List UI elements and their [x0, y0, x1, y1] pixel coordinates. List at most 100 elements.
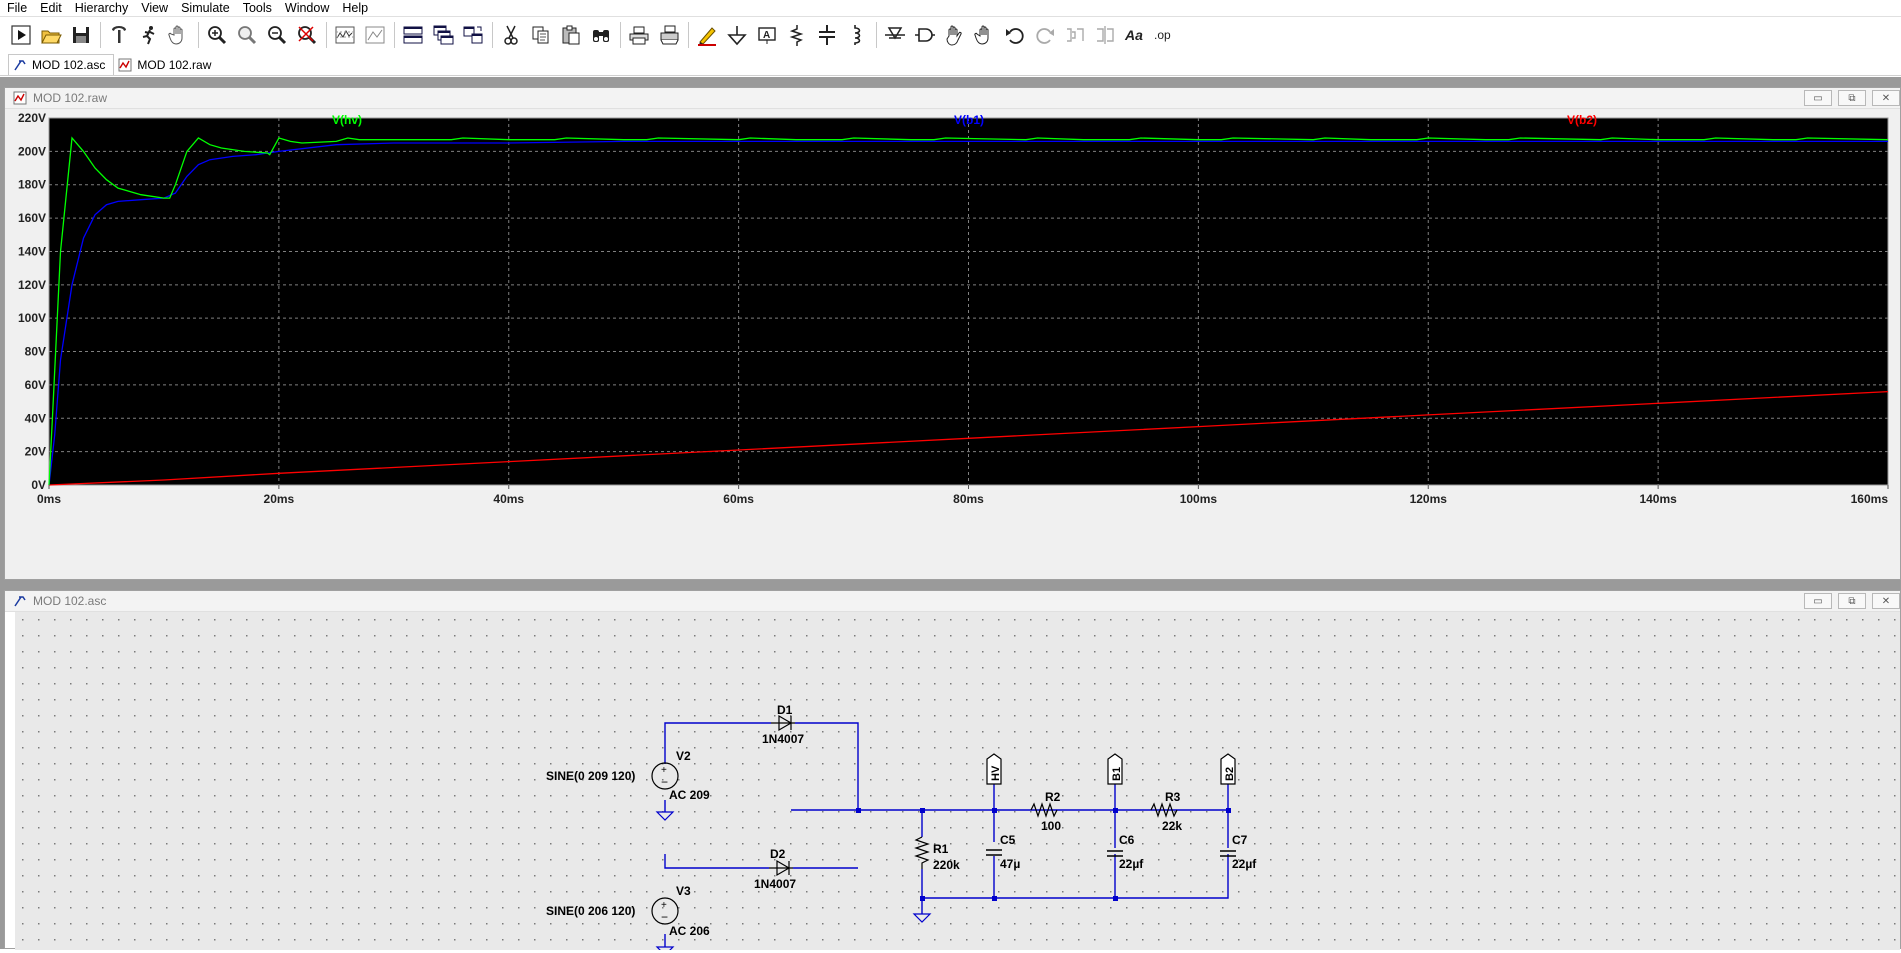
close-button[interactable]: ✕ [1872, 593, 1900, 609]
autorange-icon[interactable] [332, 22, 358, 48]
r3-value: 22k [1162, 819, 1182, 833]
y-tick-label: 140V [18, 244, 46, 258]
menu-simulate[interactable]: Simulate [181, 0, 230, 15]
tile-horizontal-icon[interactable] [400, 22, 426, 48]
source-v2[interactable]: + − V2 SINE(0 209 120) AC 209 [546, 749, 710, 821]
tab-schematic[interactable]: MOD 102.asc [8, 54, 115, 75]
c7-value: 22µf [1232, 857, 1257, 871]
y-tick-label: 220V [18, 111, 46, 125]
label-net-icon[interactable]: A [754, 22, 780, 48]
spice-directive-icon[interactable]: .op [1152, 22, 1178, 48]
inductor-icon[interactable] [844, 22, 870, 48]
tile-vertical-icon[interactable] [460, 22, 486, 48]
capacitor-icon[interactable] [814, 22, 840, 48]
source-v3[interactable]: + − V3 SINE(0 206 120) AC 206 [546, 884, 710, 953]
grid-icon[interactable] [362, 22, 388, 48]
control-panel-icon[interactable] [106, 22, 132, 48]
capacitor-c5[interactable]: C5 47µ [986, 833, 1020, 871]
ground-icon [655, 811, 675, 821]
resistor-r1[interactable]: R1 220k [912, 836, 960, 923]
find-icon[interactable] [588, 22, 614, 48]
save-icon[interactable] [68, 22, 94, 48]
r2-value: 100 [1041, 819, 1061, 833]
component-icon[interactable] [912, 22, 938, 48]
toolbar: A Aa .op [0, 16, 1901, 52]
minimize-button[interactable]: ▭ [1804, 90, 1832, 106]
b2-label: B2 [1224, 767, 1236, 781]
zoom-area-icon[interactable] [234, 22, 260, 48]
pan-hand-icon[interactable] [166, 22, 192, 48]
cut-icon[interactable] [498, 22, 524, 48]
y-tick-label: 80V [25, 345, 46, 359]
open-icon[interactable] [38, 22, 64, 48]
menu-hierarchy[interactable]: Hierarchy [74, 0, 129, 15]
zoom-out-icon[interactable] [264, 22, 290, 48]
diode-d1[interactable]: D1 1N4007 [762, 703, 804, 746]
ground-icon[interactable] [724, 22, 750, 48]
schematic-icon [14, 596, 26, 607]
move-icon[interactable] [942, 22, 968, 48]
run-icon[interactable] [8, 22, 34, 48]
document-tabs: MOD 102.asc MOD 102.raw [0, 54, 1901, 76]
menu-window[interactable]: Window [284, 0, 330, 15]
r3-name: R3 [1165, 790, 1181, 804]
redo-icon[interactable] [1032, 22, 1058, 48]
zoom-in-icon[interactable] [204, 22, 230, 48]
restore-button[interactable]: ⧉ [1838, 90, 1866, 106]
r1-value: 220k [933, 858, 960, 872]
legend-vb1[interactable]: V(b1) [954, 113, 984, 127]
schematic-window-titlebar[interactable]: MOD 102.asc ▭ ⧉ ✕ [5, 591, 1900, 612]
draw-wire-icon[interactable] [694, 22, 720, 48]
capacitor-c6[interactable]: C6 22µf [1107, 833, 1144, 871]
print-icon[interactable] [626, 22, 652, 48]
menu-edit[interactable]: Edit [40, 0, 62, 15]
restore-button[interactable]: ⧉ [1838, 593, 1866, 609]
undo-icon[interactable] [1002, 22, 1028, 48]
x-tick-label: 160ms [1851, 492, 1889, 506]
rotate-icon[interactable] [1062, 22, 1088, 48]
paste-icon[interactable] [558, 22, 584, 48]
capacitor-c7[interactable]: C7 22µf [1220, 833, 1257, 871]
diode-icon[interactable] [882, 22, 908, 48]
zoom-fit-icon[interactable] [294, 22, 320, 48]
svg-text:+: + [661, 900, 667, 911]
series-line-vhv [48, 136, 1889, 486]
close-button[interactable]: ✕ [1872, 90, 1900, 106]
resistor-r3[interactable]: R3 22k [1150, 790, 1182, 833]
svg-text:Aa: Aa [1124, 27, 1143, 43]
wires [664, 722, 1229, 947]
tab-label: MOD 102.raw [137, 57, 212, 72]
legend-vb2[interactable]: V(b2) [1567, 113, 1597, 127]
schematic-window: MOD 102.asc ▭ ⧉ ✕ [4, 590, 1901, 953]
diode-d2[interactable]: D2 1N4007 [754, 847, 796, 891]
schematic-drawing[interactable]: + − V2 SINE(0 209 120) AC 209 + − V3 [15, 612, 1900, 953]
menu-help[interactable]: Help [342, 0, 369, 15]
menu-file[interactable]: File [7, 0, 28, 15]
minimize-button[interactable]: ▭ [1804, 593, 1832, 609]
menu-tools[interactable]: Tools [242, 0, 272, 15]
c5-value: 47µ [1000, 857, 1020, 871]
waveform-window-titlebar[interactable]: MOD 102.raw ▭ ⧉ ✕ [5, 88, 1900, 109]
net-label-b1[interactable]: B1 [1107, 753, 1123, 785]
drag-icon[interactable] [972, 22, 998, 48]
svg-text:−: − [661, 775, 668, 789]
net-label-hv[interactable]: HV [986, 753, 1002, 785]
text-icon[interactable]: Aa [1122, 22, 1148, 48]
legend-vhv[interactable]: V(hv) [332, 113, 362, 127]
resistor-icon[interactable] [784, 22, 810, 48]
net-label-b2[interactable]: B2 [1220, 753, 1236, 785]
resistor-r2[interactable]: R2 100 [1030, 790, 1061, 833]
print-setup-icon[interactable] [656, 22, 682, 48]
tab-waveform[interactable]: MOD 102.raw [114, 55, 219, 75]
menu-view[interactable]: View [141, 0, 169, 15]
run-ticker-icon[interactable] [136, 22, 162, 48]
x-tick-label: 60ms [723, 492, 754, 506]
mirror-icon[interactable] [1092, 22, 1118, 48]
cascade-icon[interactable] [430, 22, 456, 48]
copy-icon[interactable] [528, 22, 554, 48]
x-tick-label: 40ms [493, 492, 524, 506]
schematic-canvas[interactable]: + − V2 SINE(0 209 120) AC 209 + − V3 [15, 612, 1900, 953]
